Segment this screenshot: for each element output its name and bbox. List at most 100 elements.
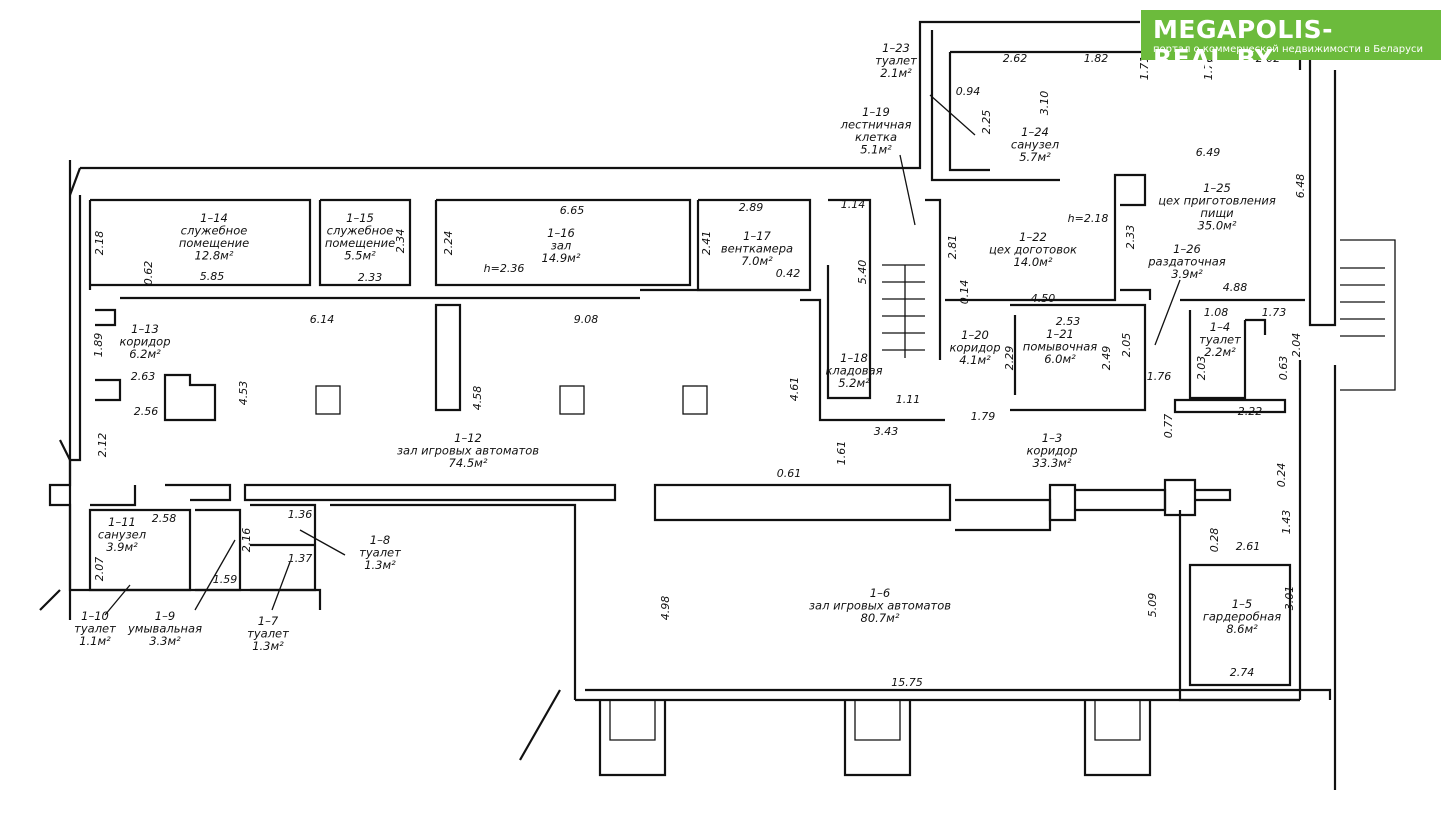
dimension-label: 2.18 xyxy=(93,231,106,256)
dimension-label: 2.16 xyxy=(240,528,253,553)
dimension-label: 2.81 xyxy=(946,235,959,260)
dimension-label: 4.61 xyxy=(788,377,801,402)
dimension-label: 2.29 xyxy=(1003,346,1016,371)
dimension-label: 9.08 xyxy=(574,313,599,326)
dimension-label: 2.34 xyxy=(394,229,407,254)
dimension-label: 2.07 xyxy=(93,557,106,582)
dimension-label: 0.63 xyxy=(1277,356,1290,381)
dimension-label: 2.89 xyxy=(739,201,764,214)
dimension-label: 1.71 xyxy=(1138,56,1151,81)
dimension-label: 3.43 xyxy=(874,425,899,438)
dimension-label: 1.11 xyxy=(896,393,921,406)
dimension-label: 15.75 xyxy=(891,676,923,689)
dimension-label: 2.56 xyxy=(134,405,159,418)
dimension-label: 1.59 xyxy=(213,573,238,586)
dimension-label: 2.41 xyxy=(700,231,713,256)
dimension-label: 0.24 xyxy=(1275,463,1288,488)
dimension-label: 2.12 xyxy=(96,433,109,458)
dimension-label: 0.94 xyxy=(956,85,981,98)
dimension-label: 6.49 xyxy=(1196,146,1221,159)
dimension-label: 1.82 xyxy=(1084,52,1109,65)
dimension-label: 1.61 xyxy=(835,441,848,466)
dimension-label: 1.37 xyxy=(288,552,313,565)
dimension-label: 0.14 xyxy=(958,280,971,305)
dimension-label: 1.36 xyxy=(288,508,313,521)
dimension-label: 1.79 xyxy=(971,410,996,423)
dimension-label: 5.09 xyxy=(1146,593,1159,618)
logo-subtitle: портал о коммерческой недвижимости в Бел… xyxy=(1153,44,1423,55)
dimension-label: 1.89 xyxy=(92,333,105,358)
dimension-label: 5.85 xyxy=(200,270,225,283)
dimension-label: 1.43 xyxy=(1280,510,1293,535)
dimension-label: 2.74 xyxy=(1230,666,1255,679)
dimension-label: 2.05 xyxy=(1120,333,1133,358)
walls xyxy=(39,20,1396,790)
dimension-label: 4.53 xyxy=(237,381,250,406)
dimension-label: 2.62 xyxy=(1003,52,1028,65)
dimension-label: 2.63 xyxy=(131,370,156,383)
dimension-label: 2.24 xyxy=(442,231,455,256)
dimension-label: h=2.36 xyxy=(484,262,525,275)
dimension-label: 4.50 xyxy=(1031,292,1056,305)
dimension-label: 0.42 xyxy=(776,267,801,280)
dimension-label: 2.03 xyxy=(1195,356,1208,381)
dimension-label: 6.48 xyxy=(1294,174,1307,199)
dimension-labels: 2.621.821.711.762.262.020.942.253.106.49… xyxy=(92,52,1307,689)
dimension-label: 5.40 xyxy=(856,260,869,285)
dimension-label: 0.28 xyxy=(1208,528,1221,553)
dimension-label: 0.77 xyxy=(1162,414,1175,439)
dimension-label: 2.33 xyxy=(358,271,383,284)
logo-title: MEGAPOLIS-REAL.BY xyxy=(1153,15,1334,73)
dimension-label: 2.33 xyxy=(1124,225,1137,250)
dimension-label: 3.10 xyxy=(1038,91,1051,116)
dimension-label: 1.14 xyxy=(841,198,866,211)
dimension-label: 2.22 xyxy=(1238,405,1263,418)
dimension-label: 2.04 xyxy=(1290,333,1303,358)
dimension-label: 2.58 xyxy=(152,512,177,525)
dimension-label: 0.61 xyxy=(777,467,802,480)
dimension-label: 1.73 xyxy=(1262,306,1287,319)
dimension-label: 0.62 xyxy=(142,261,155,286)
dimension-label: 4.88 xyxy=(1223,281,1248,294)
dimension-label: 2.49 xyxy=(1100,346,1113,371)
dimension-label: 6.65 xyxy=(560,204,585,217)
dimension-label: 1.08 xyxy=(1204,306,1229,319)
dimension-label: 4.98 xyxy=(659,596,672,621)
dimension-label: 2.61 xyxy=(1236,540,1261,553)
dimension-label: h=2.18 xyxy=(1068,212,1109,225)
brand-logo[interactable]: MEGAPOLIS-REAL.BY портал о коммерческой … xyxy=(1141,10,1441,73)
dimension-label: 3.01 xyxy=(1283,586,1296,611)
dimension-label: 1.76 xyxy=(1147,370,1172,383)
dimension-label: 2.25 xyxy=(980,110,993,135)
dimension-label: 6.14 xyxy=(310,313,335,326)
dimension-label: 1.76 xyxy=(1202,56,1215,81)
dimension-label: 2.53 xyxy=(1056,315,1081,328)
dimension-label: 4.58 xyxy=(471,386,484,411)
